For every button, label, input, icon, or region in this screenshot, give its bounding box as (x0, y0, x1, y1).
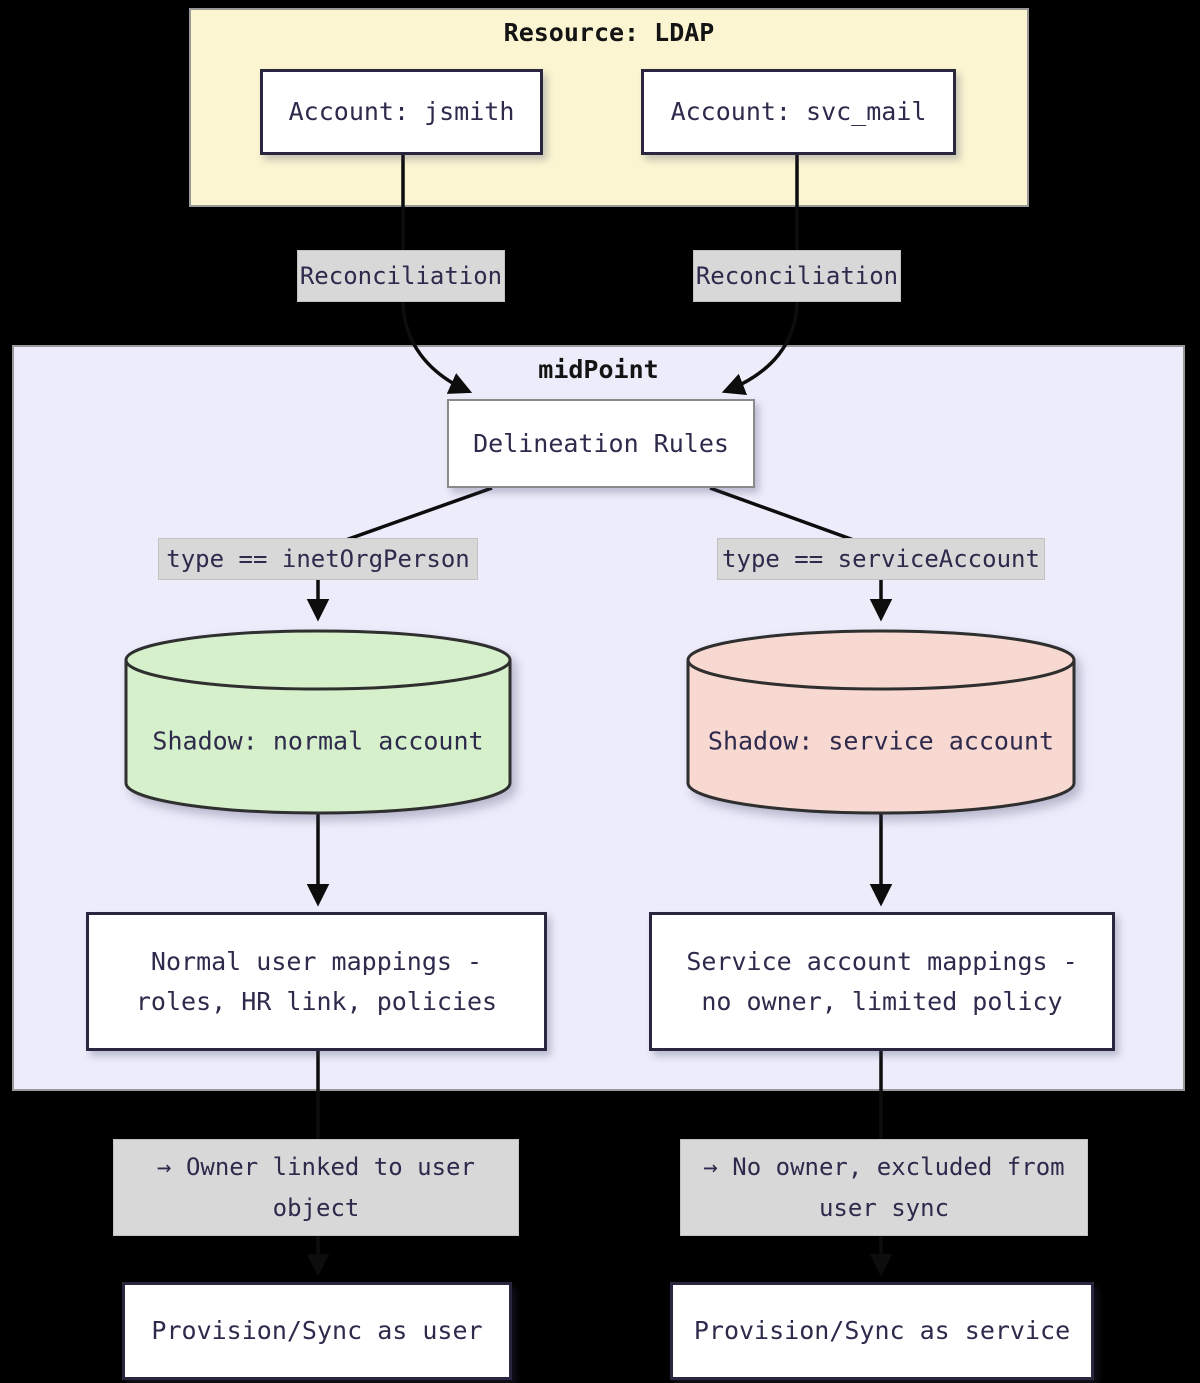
reconciliation-right-edge-label: Reconciliation (693, 250, 901, 302)
account-jsmith-label: Account: jsmith (288, 97, 515, 126)
account-jsmith-node: Account: jsmith (260, 69, 543, 155)
reconciliation-left-text: Reconciliation (299, 261, 503, 290)
type-serviceaccount-text: type == serviceAccount (722, 544, 1040, 573)
owner-linked-line2: object (272, 1193, 360, 1222)
normal-mappings-line1: Normal user mappings - (150, 946, 483, 976)
cylinder-shape (686, 629, 1076, 815)
reconciliation-right-text: Reconciliation (695, 261, 899, 290)
owner-linked-line1: → Owner linked to user (157, 1152, 475, 1181)
account-svcmail-node: Account: svc_mail (641, 69, 956, 155)
provision-user-node: Provision/Sync as user (122, 1282, 512, 1380)
shadow-service-cylinder: Shadow: service account (685, 627, 1077, 817)
provision-user-label: Provision/Sync as user (151, 1316, 483, 1345)
service-mappings-line1: Service account mappings - (686, 946, 1078, 976)
no-owner-line2: user sync (818, 1193, 950, 1222)
shadow-normal-cylinder: Shadow: normal account (123, 627, 513, 817)
shadow-normal-label: Shadow: normal account (152, 726, 484, 756)
normal-mappings-node: Normal user mappings - roles, HR link, p… (86, 912, 547, 1051)
account-svcmail-label: Account: svc_mail (670, 97, 927, 126)
type-inetorgperson-edge-label: type == inetOrgPerson (158, 538, 478, 580)
delineation-rules-label: Delineation Rules (473, 428, 729, 458)
no-owner-line1: → No owner, excluded from (703, 1152, 1065, 1181)
cylinder-shape (124, 629, 512, 815)
reconciliation-left-edge-label: Reconciliation (297, 250, 505, 302)
service-mappings-line2: no owner, limited policy (701, 986, 1063, 1016)
delineation-rules-node: Delineation Rules (447, 399, 755, 488)
resource-cluster-title: Resource: LDAP (503, 18, 715, 47)
normal-mappings-line2: roles, HR link, policies (135, 986, 498, 1016)
provision-service-label: Provision/Sync as service (693, 1316, 1071, 1345)
provision-service-node: Provision/Sync as service (670, 1282, 1094, 1380)
owner-linked-edge-label: → Owner linked to user object (113, 1139, 519, 1236)
type-inetorgperson-text: type == inetOrgPerson (166, 544, 470, 573)
type-serviceaccount-edge-label: type == serviceAccount (717, 538, 1045, 580)
service-mappings-node: Service account mappings - no owner, lim… (649, 912, 1115, 1051)
no-owner-edge-label: → No owner, excluded from user sync (680, 1139, 1088, 1236)
shadow-service-label: Shadow: service account (707, 726, 1055, 756)
midpoint-cluster-title: midPoint (538, 355, 659, 384)
